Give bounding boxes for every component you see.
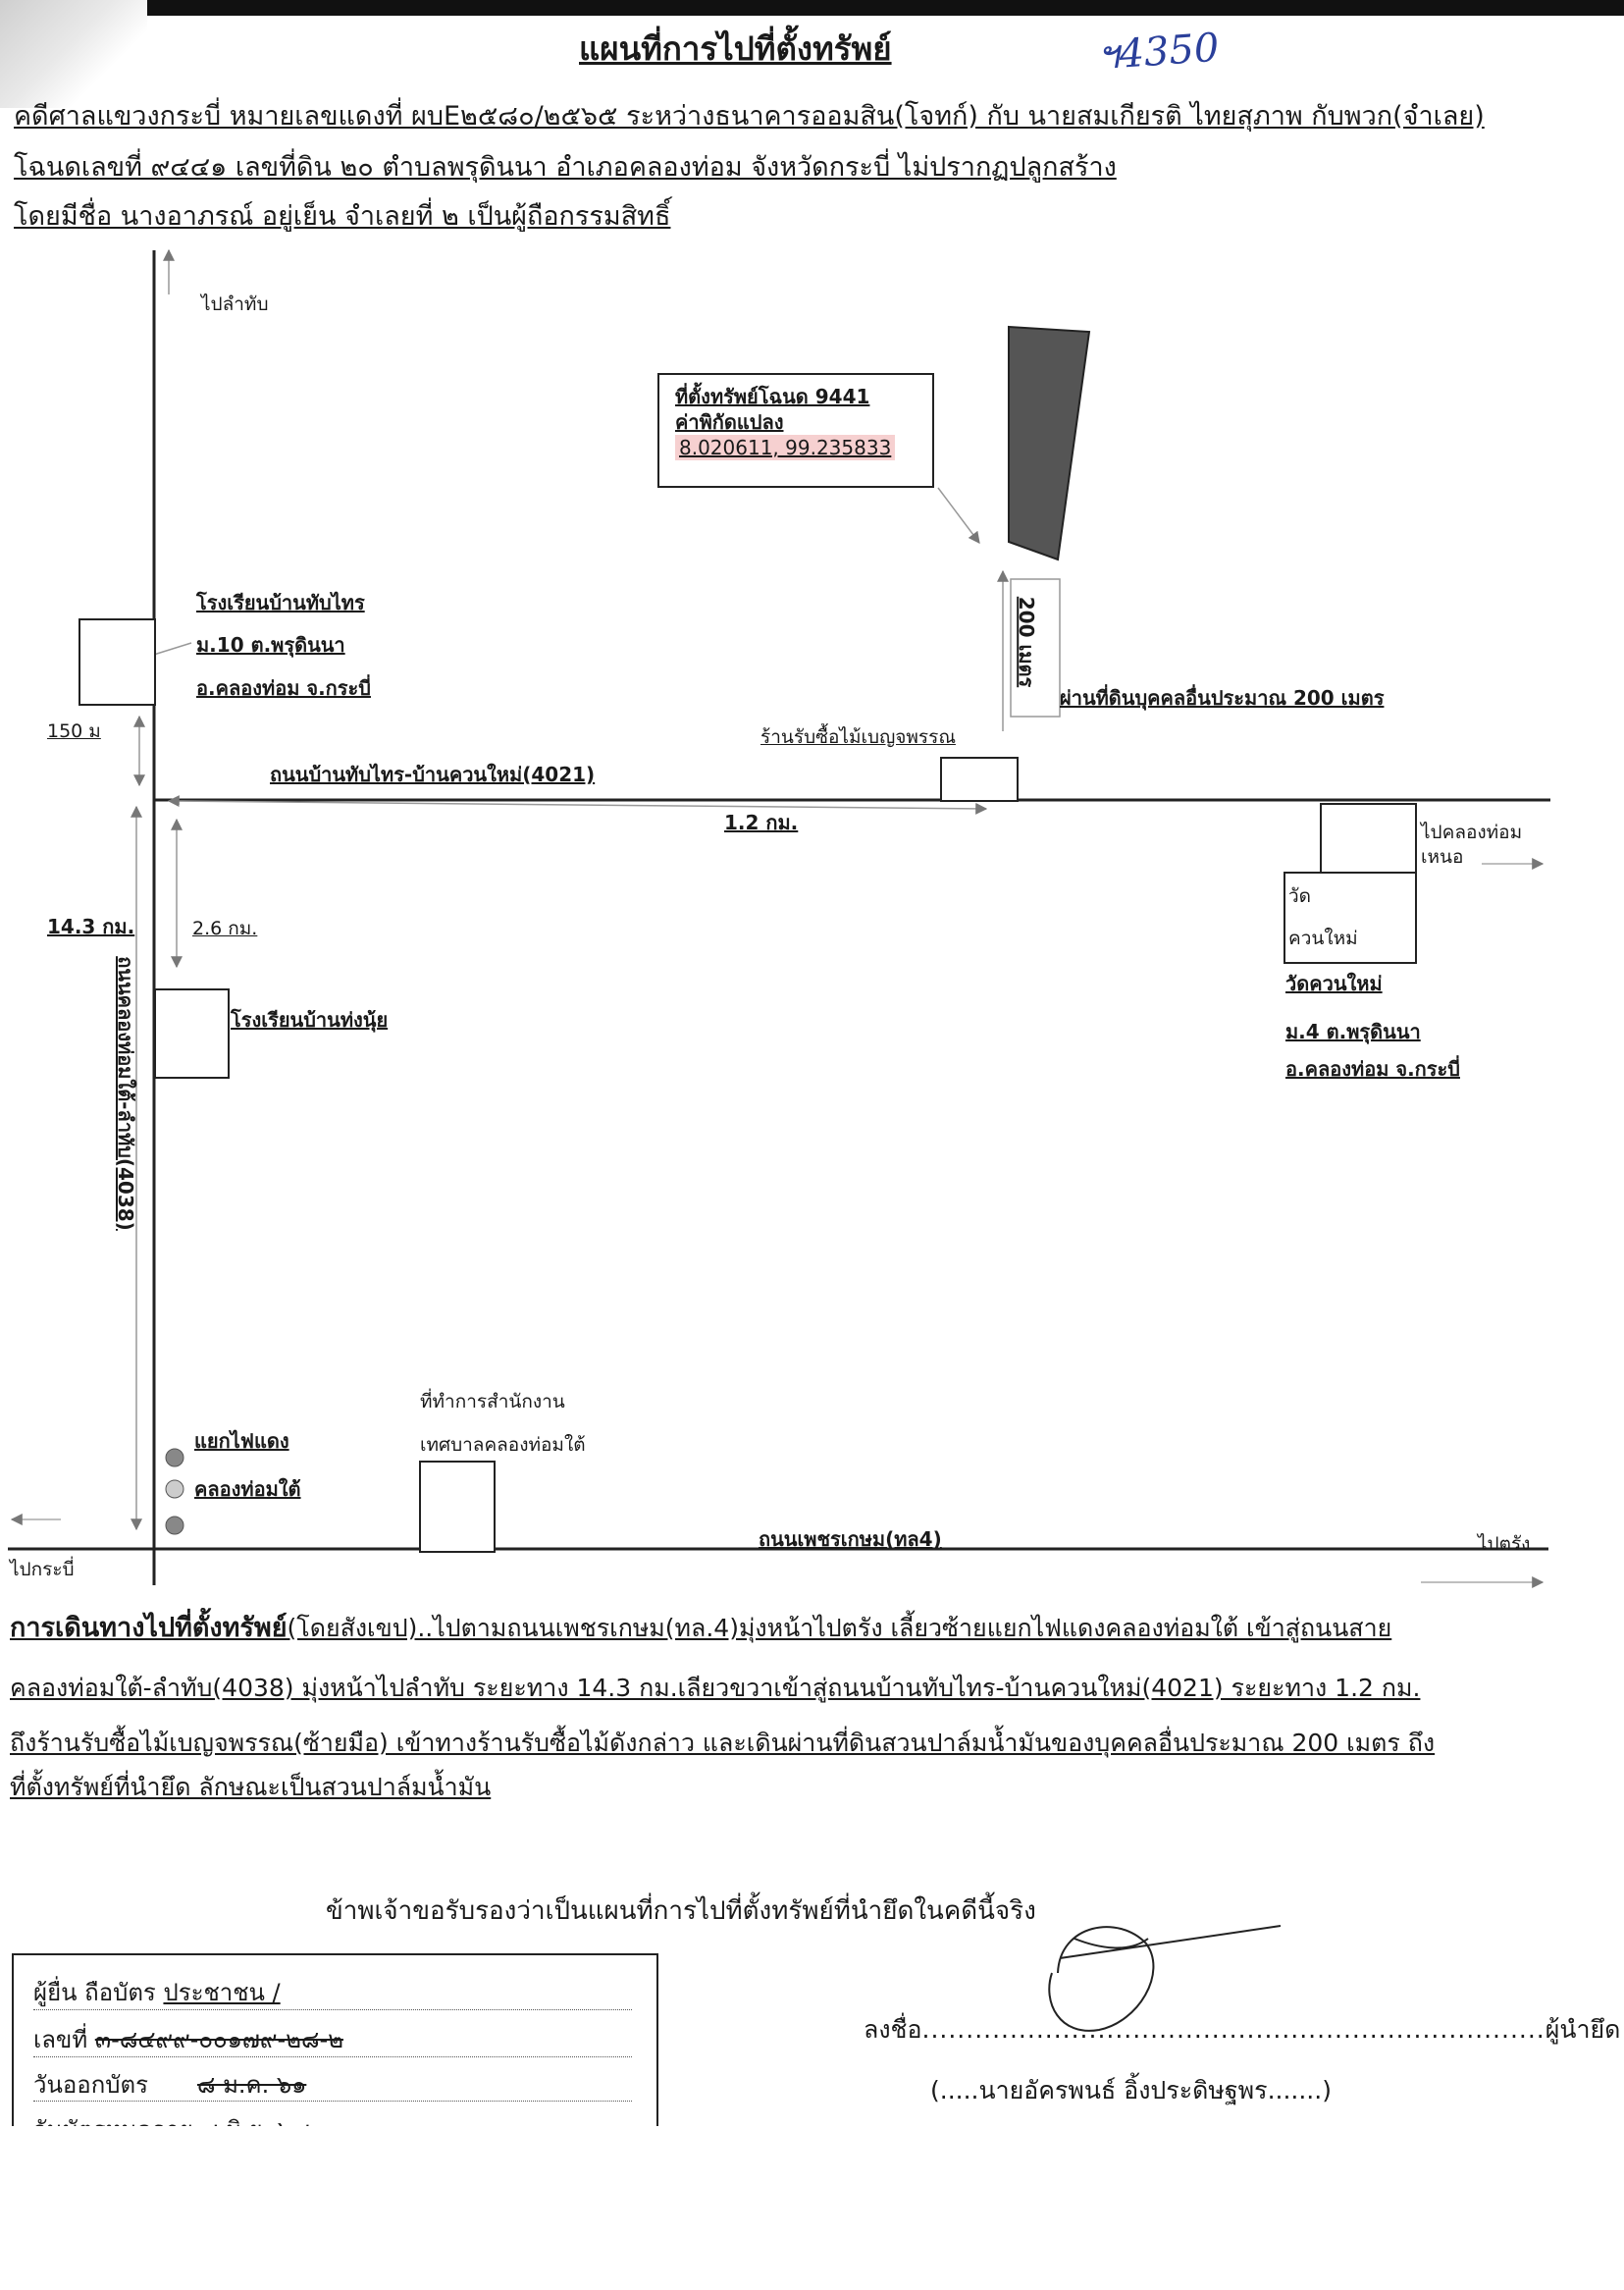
id-line-2: เลขที่ ๓-๘๔๙๙-๐๐๑๗๙-๒๘-๒ [33, 2020, 343, 2058]
distance-200-label: 200 เมตร [1015, 596, 1039, 688]
certification-text: ข้าพเจ้าขอรับรองว่าเป็นแผนที่การไปที่ตั้… [326, 1896, 1036, 1926]
property-info-box [657, 373, 934, 488]
property-coordinates: 8.020611, 99.235833 [675, 435, 896, 460]
id-line-1-value: ประชาชน / [163, 1979, 281, 2006]
id-line-3-prefix: วันออกบัตร [33, 2071, 148, 2099]
deed-line: โฉนดเลขที่ ๙๔๔๑ เลขที่ดิน ๒๐ ตำบลพรุดินน… [14, 152, 1117, 183]
scan-folded-corner [0, 0, 147, 108]
directions-line-3: ถึงร้านรับซื้อไม้เบญจพรรณ(ซ้ายมือ) เข้าท… [10, 1729, 1436, 1757]
school-1-box [79, 618, 156, 706]
traffic-light-red [165, 1448, 184, 1467]
id-line-3: วันออกบัตร ๘ ม.ค. ๖๑ [33, 2065, 306, 2104]
signature-scribble [1048, 1925, 1282, 2032]
scan-top-shadow [0, 0, 1624, 16]
page-bottom-margin [0, 2126, 1624, 2290]
to-trang-label: ไปตรัง [1478, 1533, 1531, 1555]
traffic-light-label-1: แยกไฟแดง [194, 1429, 289, 1453]
signer-name: (.....นายอัครพนธ์ อิ้งประดิษฐพร.......) [930, 2076, 1332, 2104]
id-line-4: วันบัตรหมดอายุ ๗ มิ.ย. ๖๙ [33, 2110, 310, 2128]
school-1-district: อ.คลองท่อม จ.กระบี่ [196, 676, 371, 700]
directions-line-2: คลองท่อมใต้-ลำทับ(4038) มุ่งหน้าไปลำทับ … [10, 1674, 1421, 1702]
to-krabi-label: ไปกระบี่ [10, 1559, 75, 1580]
road-4-label: ถนนเพชรเกษม(ทล4) [759, 1527, 942, 1551]
road-4021-label: ถนนบ้านทับไทร-บ้านควนใหม่(4021) [270, 763, 596, 786]
traffic-light-label-2: คลองท่อมใต้ [194, 1477, 301, 1501]
temple-box [1283, 872, 1417, 964]
id-line-1-prefix: ผู้ยื่น ถือบัตร [33, 1979, 164, 2006]
case-line: คดีศาลแขวงกระบี่ หมายเลขแดงที่ ผบE๒๕๘๐/๒… [14, 101, 1485, 132]
sign-label: ลงชื่อ [864, 2015, 922, 2044]
to-lamthap-label: ไปลำทับ [201, 293, 269, 315]
temple-village: ม.4 ต.พรุดินนา [1285, 1020, 1421, 1043]
school-1-village: ม.10 ต.พรุดินนา [196, 633, 345, 657]
wood-shop-box [940, 757, 1019, 802]
directions-line-1: การเดินทางไปที่ตั้งทรัพย์(โดยสังเขป)..ไป… [10, 1606, 1391, 1650]
school-2-box [154, 988, 230, 1079]
distance-1-2-label: 1.2 กม. [724, 811, 799, 834]
sign-dots: ........................................… [921, 2015, 1545, 2044]
page-title: แผนที่การไปที่ตั้งทรัพย์ [579, 29, 892, 68]
traffic-light-yellow [165, 1479, 184, 1499]
directions-heading: การเดินทางไปที่ตั้งทรัพย์ [10, 1613, 288, 1643]
id-card-box: ผู้ยื่น ถือบัตร ประชาชน / เลขที่ ๓-๘๔๙๙-… [12, 1953, 658, 2128]
id-line-3-value: ๘ ม.ค. ๖๑ [196, 2071, 307, 2099]
property-parcel [1008, 325, 1091, 561]
owner-line: โดยมีชื่อ นางอาภรณ์ อยู่เย็น จำเลยที่ ๒ … [14, 201, 671, 232]
property-title-label: ที่ตั้งทรัพย์โฉนด 9441 [675, 385, 870, 408]
temple-box-top [1320, 803, 1417, 878]
temple-district: อ.คลองท่อม จ.กระบี่ [1285, 1057, 1460, 1081]
distance-2-6-label: 2.6 กม. [192, 918, 258, 939]
traffic-light-green [165, 1516, 184, 1535]
temple-box-line-2: ควนใหม่ [1288, 928, 1358, 949]
directions-line-4: ที่ตั้งทรัพย์ที่นำยึด ลักษณะเป็นสวนปาล์ม… [10, 1773, 492, 1801]
property-coord-title: ค่าพิกัดแปลง [675, 410, 784, 434]
id-line-2-value: ๓-๘๔๙๙-๐๐๑๗๙-๒๘-๒ [94, 2026, 343, 2053]
pass-land-label: ผ่านที่ดินบุคคลอื่นประมาณ 200 เมตร [1060, 686, 1385, 710]
signer-role: ผู้นำยึด [1545, 2015, 1621, 2044]
municipal-office-line-2: เทศบาลคลองท่อมใต้ [420, 1434, 586, 1456]
directions-text-1: (โดยสังเขป)..ไปตามถนนเพชรเกษม(ทล.4)มุ่งห… [287, 1614, 1392, 1642]
id-line-1: ผู้ยื่น ถือบัตร ประชาชน / [33, 1973, 281, 2011]
temple-box-line-1: วัด [1288, 885, 1312, 907]
municipal-office-line-1: ที่ทำการสำนักงาน [420, 1391, 565, 1412]
distance-14-3-label: 14.3 กม. [47, 915, 135, 938]
school-2-name: โรงเรียนบ้านท่งนุ้ย [231, 1008, 389, 1032]
distance-150-label: 150 ม [47, 720, 101, 742]
id-line-2-prefix: เลขที่ [33, 2026, 95, 2053]
municipal-office-box [419, 1461, 496, 1553]
wood-shop-label: ร้านรับซื้อไม้เบญจพรรณ [760, 726, 956, 748]
temple-name: วัดควนใหม่ [1285, 972, 1383, 995]
to-klongthom-north-1: ไปคลองท่อม [1421, 822, 1523, 843]
signature-line: ลงชื่อ..................................… [864, 2010, 1620, 2050]
school-1-name: โรงเรียนบ้านทับไทร [196, 591, 365, 614]
to-klongthom-north-2: เหนอ [1421, 846, 1464, 868]
road-4038-label: ถนนคลองท่อมใต้-ลำทับ(4038) [114, 956, 137, 1231]
